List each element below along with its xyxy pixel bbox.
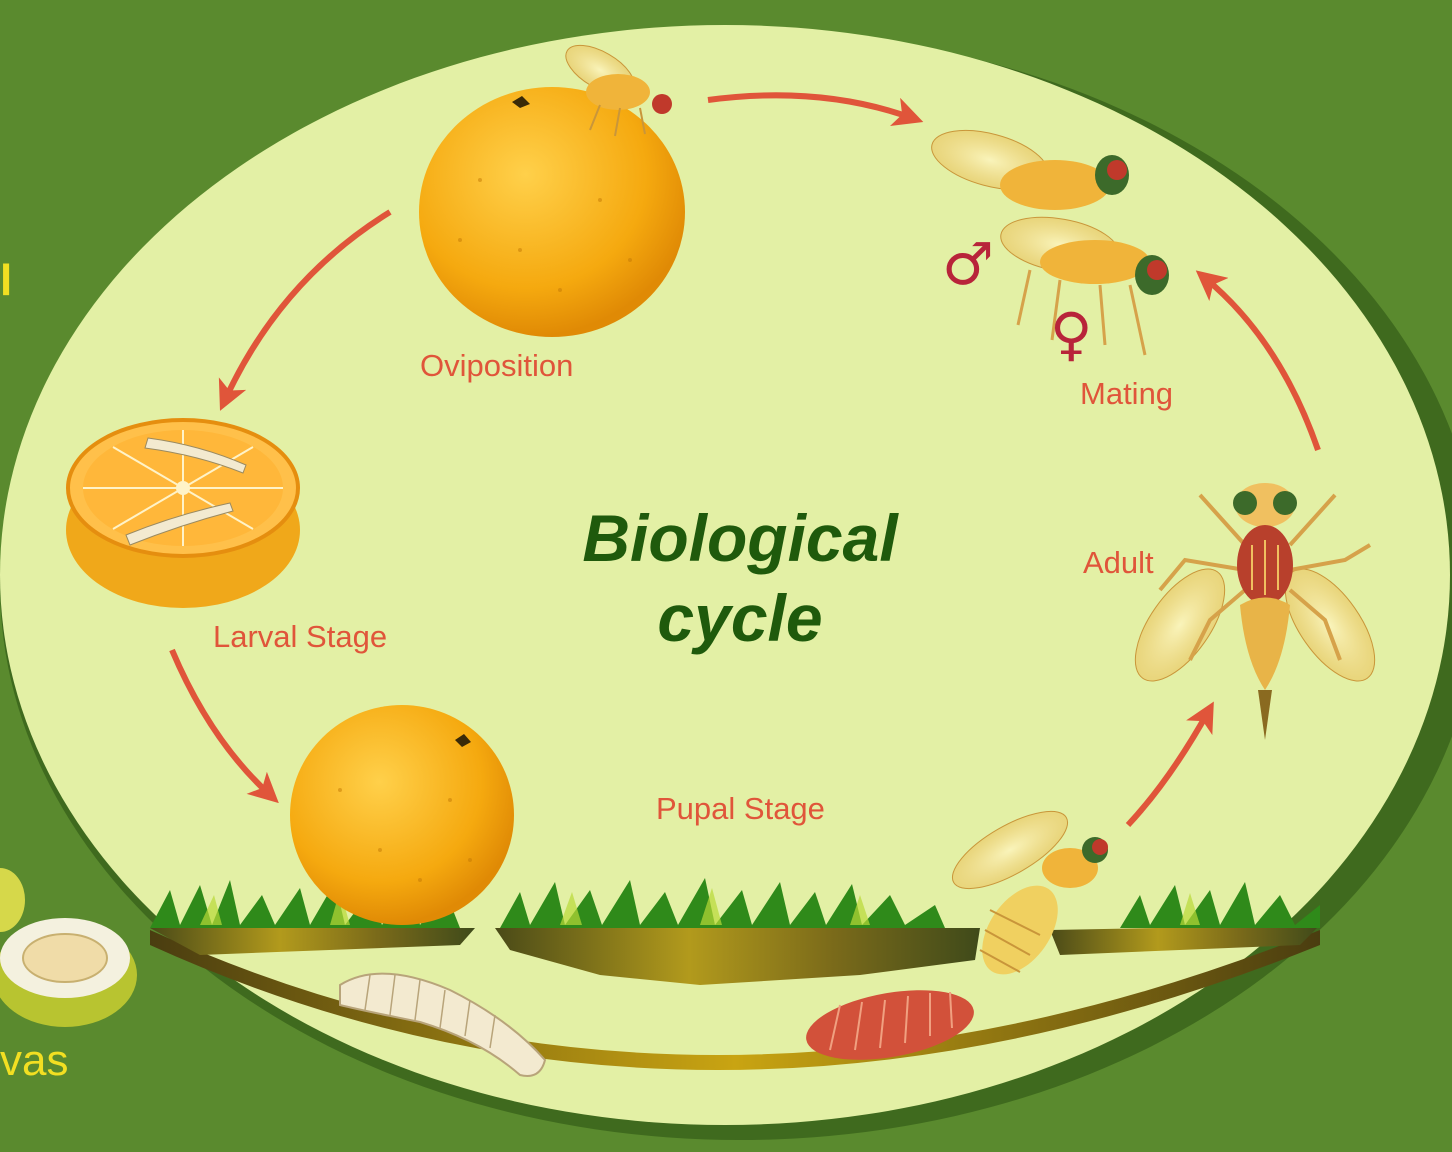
- edge-text-left: l: [0, 256, 12, 306]
- female-symbol: ♀: [1050, 302, 1092, 366]
- title-line-1: Biological: [540, 498, 940, 578]
- title-line-2: cycle: [540, 578, 940, 658]
- label-larval-stage: Larval Stage: [213, 619, 387, 655]
- orange-halved-larval: [66, 420, 300, 608]
- label-adult: Adult: [1083, 545, 1154, 581]
- label-pupal-stage: Pupal Stage: [656, 791, 825, 827]
- male-symbol: ♂: [942, 232, 994, 296]
- orange-pupal: [290, 705, 514, 925]
- diagram-title: Biological cycle: [540, 498, 940, 658]
- edge-text-bottom: vas: [0, 1036, 68, 1086]
- label-oviposition: Oviposition: [420, 348, 573, 384]
- guava-fruit: [0, 868, 137, 1027]
- orange-oviposition: [419, 87, 685, 337]
- label-mating: Mating: [1080, 376, 1173, 412]
